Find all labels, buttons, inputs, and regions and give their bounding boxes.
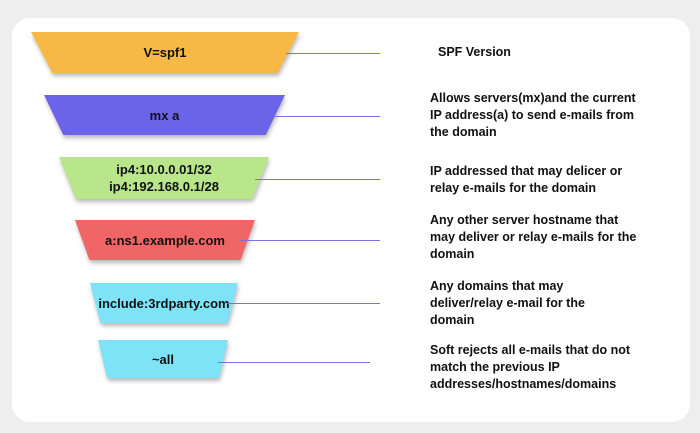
connector-line: [240, 240, 380, 241]
funnel-level-shape: [44, 95, 285, 135]
funnel-level-label: V=spf1: [143, 45, 187, 60]
funnel-level-shape: [98, 340, 228, 378]
connector-line: [255, 179, 380, 180]
funnel-level-include: include:3rdparty.com: [90, 283, 238, 323]
funnel-level-shape: [31, 32, 299, 73]
funnel-level-a-hostname: a:ns1.example.com: [75, 220, 255, 260]
connector-line: [286, 53, 380, 54]
connector-line: [226, 303, 380, 304]
funnel-level-shape: [59, 157, 269, 199]
description-a-hostname: Any other server hostname that may deliv…: [430, 213, 637, 261]
description-ip4: IP addressed that may delicer or relay e…: [430, 164, 623, 195]
funnel-level-label: ~all: [151, 351, 175, 367]
funnel-level-label: ip4:10.0.0.01/32 ip4:192.168.0.1/28: [109, 162, 219, 194]
description-all: Soft rejects all e-mails that do not mat…: [430, 343, 631, 391]
connector-line: [218, 362, 370, 363]
funnel-level-label: include:3rdparty.com: [98, 295, 230, 311]
description-mx-a: Allows servers(mx)and the current IP add…: [430, 91, 636, 139]
description-spf-version: SPF Version: [438, 45, 511, 59]
funnel-level-label: a:ns1.example.com: [105, 232, 225, 248]
funnel-level-all: ~all: [98, 340, 228, 378]
funnel-level-label: mx a: [149, 107, 180, 123]
funnel-level-ip4: ip4:10.0.0.01/32 ip4:192.168.0.1/28: [59, 157, 269, 199]
description-include: Any domains that may deliver/relay e-mai…: [430, 279, 585, 327]
connector-line: [273, 116, 380, 117]
funnel-level-spf-version: V=spf1: [31, 32, 299, 73]
funnel-level-shape: [90, 283, 238, 323]
funnel-level-shape: [75, 220, 255, 260]
funnel-level-mx-a: mx a: [44, 95, 285, 135]
